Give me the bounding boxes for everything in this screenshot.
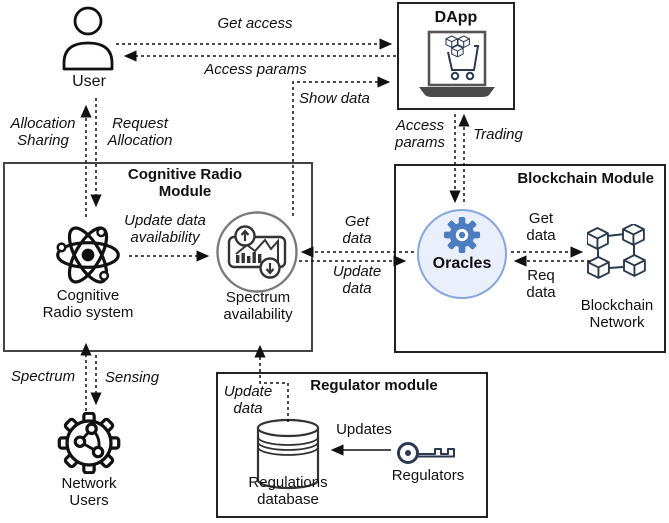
oracles-node: Oracles [417, 209, 507, 299]
user-icon [62, 6, 114, 71]
regulator-module-box [216, 372, 488, 518]
spectrum-label: Spectrum [10, 368, 76, 385]
regulations-database-icon [256, 418, 320, 490]
cognitive-radio-module-title: Cognitive Radio Module [127, 166, 243, 201]
access-params-dapp-label: Access params [394, 117, 446, 152]
dapp-laptop-cart-icon [419, 30, 495, 97]
allocation-sharing-label: Allocation Sharing [10, 115, 76, 150]
oracles-label: Oracles [432, 255, 492, 272]
regulators-key-icon [397, 442, 455, 464]
dapp-box [397, 2, 515, 110]
access-params-user-label: Access params [204, 61, 307, 78]
update-data-mid-label: Update data [332, 263, 382, 298]
update-data-availability-label: Update data availability [124, 212, 206, 247]
request-allocation-label: Request Allocation [107, 115, 173, 150]
trading-label: Trading [473, 126, 523, 143]
blockchain-module-title: Blockchain Module [517, 170, 654, 187]
spectrum-availability-icon [216, 211, 298, 293]
req-data-bc-label: Req data [526, 267, 556, 302]
sensing-label: Sensing [104, 369, 160, 386]
regulations-database-label: Regulations database [248, 474, 328, 509]
update-data-reg-label: Update data [223, 383, 273, 418]
oracle-gear-icon [443, 216, 481, 254]
show-data-label: Show data [299, 90, 370, 107]
blockchain-network-icon [587, 224, 646, 279]
cognitive-radio-system-icon [56, 226, 120, 284]
get-access-label: Get access [217, 15, 293, 32]
get-data-mid-label: Get data [342, 213, 372, 248]
dapp-title: DApp [434, 9, 478, 26]
spectrum-availability-label: Spectrum availability [223, 289, 293, 324]
cognitive-radio-system-label: Cognitive Radio system [42, 287, 134, 322]
regulators-label: Regulators [391, 467, 465, 484]
blockchain-network-label: Blockchain Network [580, 297, 654, 332]
network-users-label: Network Users [61, 475, 117, 510]
user-label: User [72, 73, 106, 90]
get-data-bc-label: Get data [526, 210, 556, 245]
regulator-module-title: Regulator module [310, 377, 438, 394]
network-users-icon [57, 412, 121, 474]
updates-label: Updates [336, 421, 392, 438]
